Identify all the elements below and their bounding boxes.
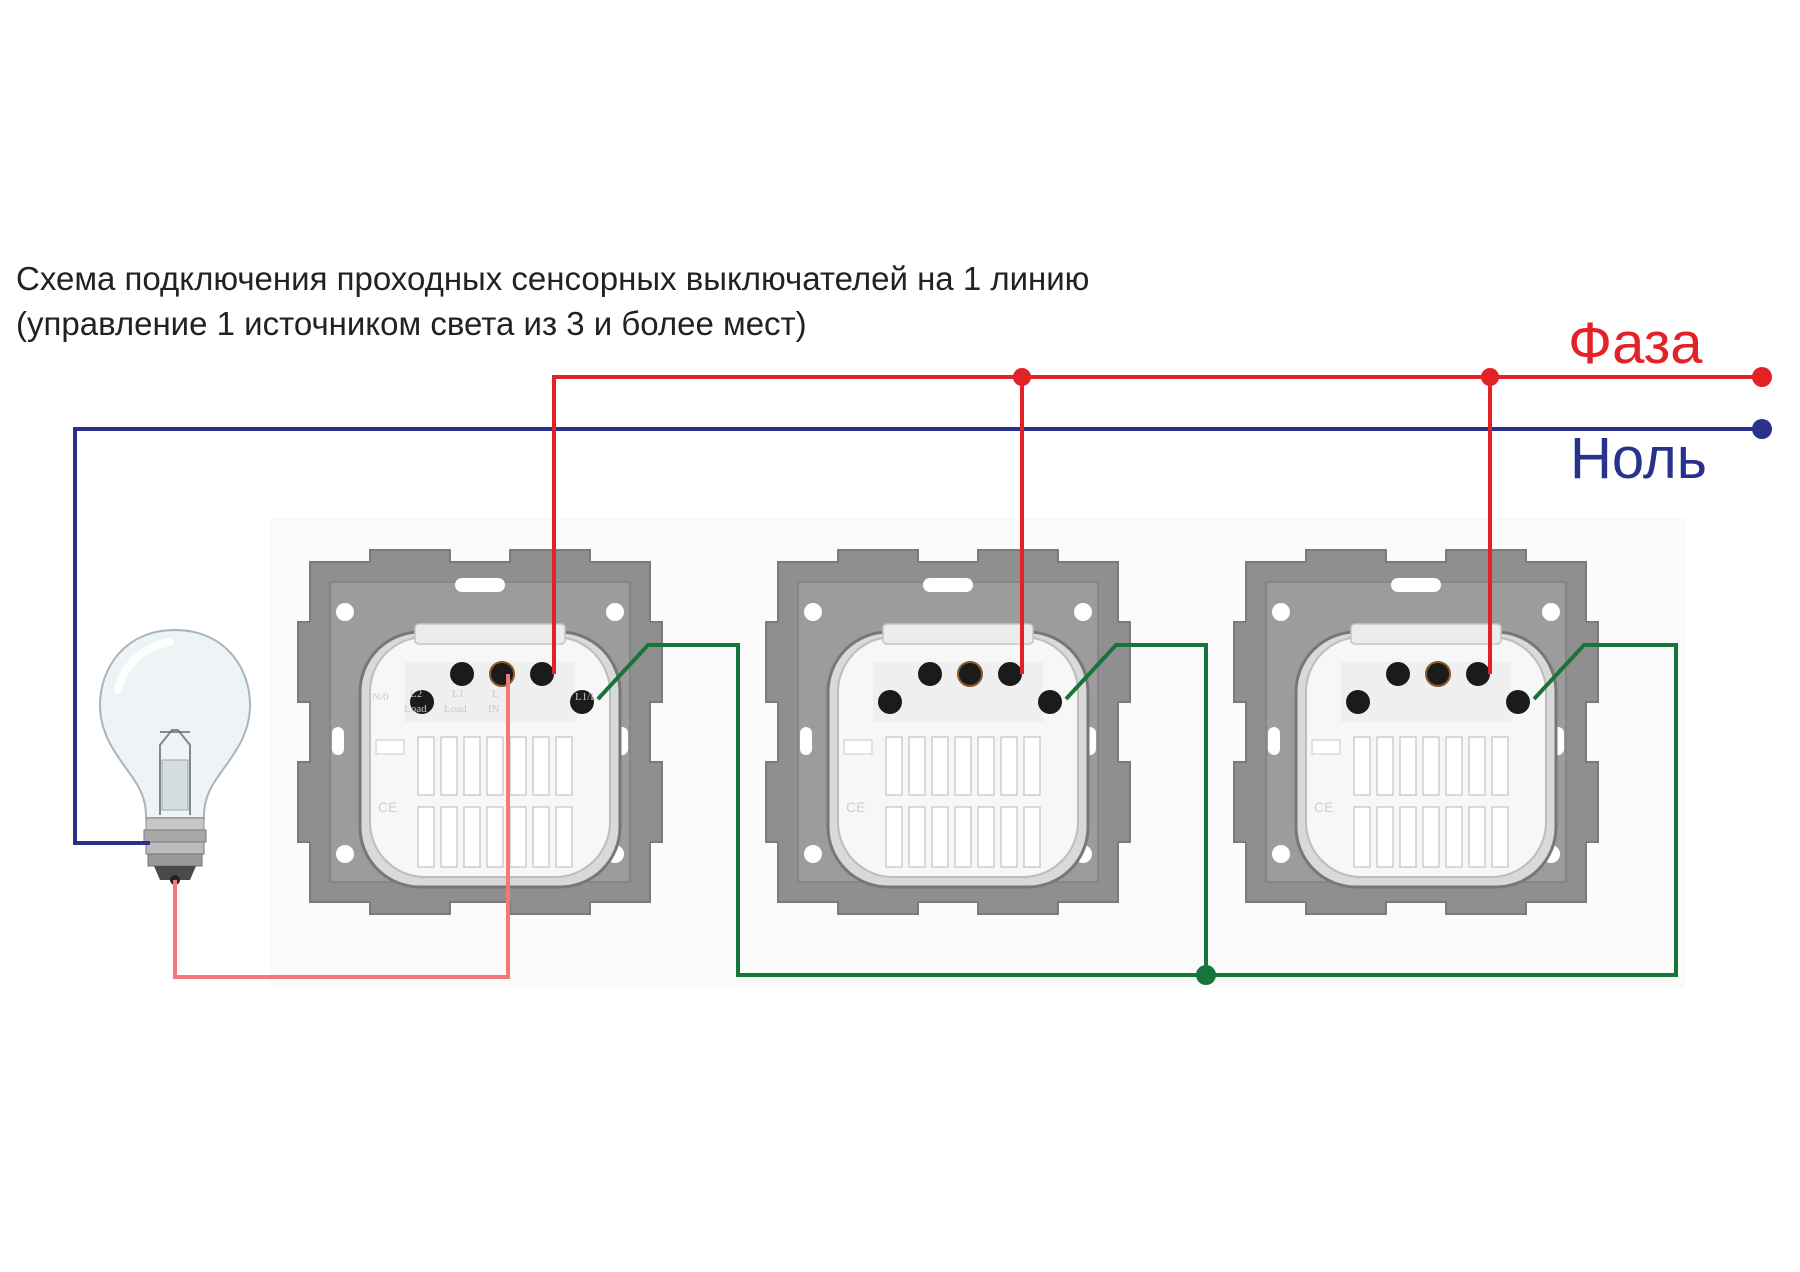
svg-text:L1/L2: L1/L2 bbox=[575, 691, 603, 703]
neutral-wire bbox=[73, 427, 1762, 845]
terminal-labels: L2 L1 L Load Load IN N/0 L1/L2 bbox=[372, 688, 603, 715]
svg-text:L: L bbox=[492, 688, 499, 700]
phase-label: Фаза bbox=[1568, 311, 1703, 376]
link-wire-2 bbox=[1064, 643, 1208, 975]
svg-text:L1: L1 bbox=[452, 688, 464, 700]
svg-text:N/0: N/0 bbox=[372, 691, 389, 703]
svg-text:Load: Load bbox=[404, 703, 427, 715]
phase-junction-2 bbox=[1013, 368, 1031, 386]
lamp-load-wire bbox=[173, 674, 510, 979]
phase-junction-3 bbox=[1481, 368, 1499, 386]
light-bulb-icon bbox=[98, 628, 252, 885]
svg-text:L2: L2 bbox=[410, 688, 422, 700]
neutral-label: Ноль bbox=[1570, 426, 1707, 491]
phase-wire bbox=[552, 375, 1762, 674]
switch-1 bbox=[296, 548, 664, 916]
phase-terminal-dot bbox=[1752, 367, 1772, 387]
link-junction bbox=[1196, 965, 1216, 985]
diagram-title-line-1: Схема подключения проходных сенсорных вы… bbox=[16, 260, 1089, 297]
neutral-terminal-dot bbox=[1752, 419, 1772, 439]
switch-2 bbox=[764, 548, 1132, 916]
link-wire-3 bbox=[1206, 643, 1678, 977]
switch-3 bbox=[1232, 548, 1600, 916]
svg-text:IN: IN bbox=[488, 703, 500, 715]
link-wire-1 bbox=[596, 643, 1206, 977]
svg-text:Load: Load bbox=[444, 703, 467, 715]
diagram-title-line-2: (управление 1 источником света из 3 и бо… bbox=[16, 305, 807, 342]
